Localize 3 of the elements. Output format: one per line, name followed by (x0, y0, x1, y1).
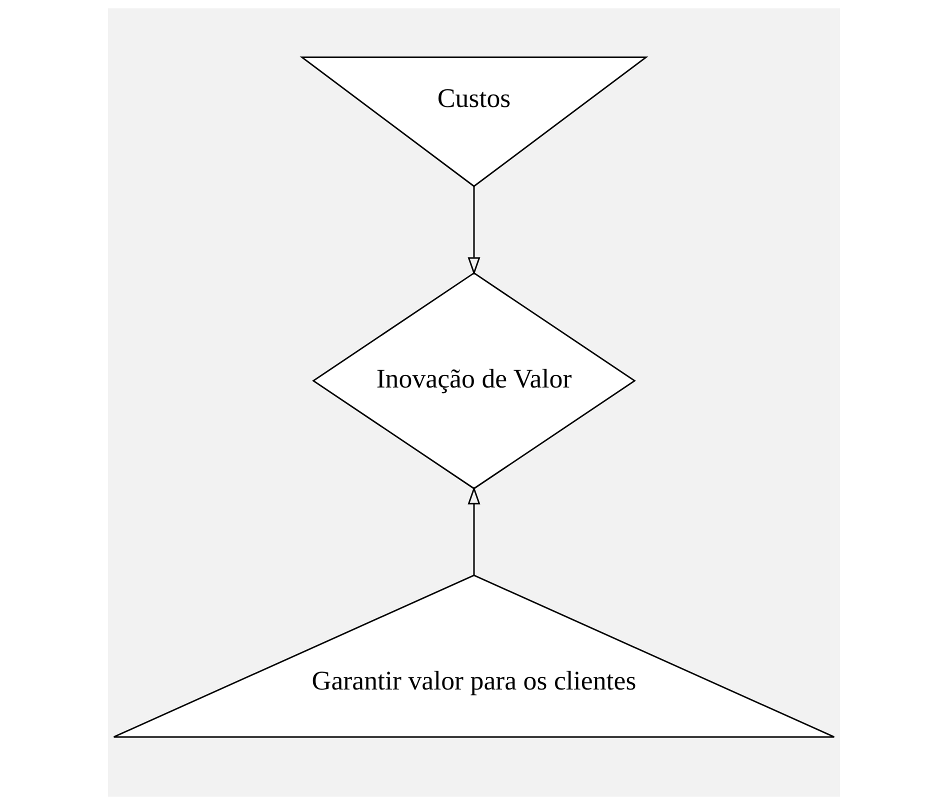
arrow (468, 186, 480, 276)
node-diamond: Inovação de Valor (312, 272, 636, 490)
arrow (468, 486, 480, 576)
